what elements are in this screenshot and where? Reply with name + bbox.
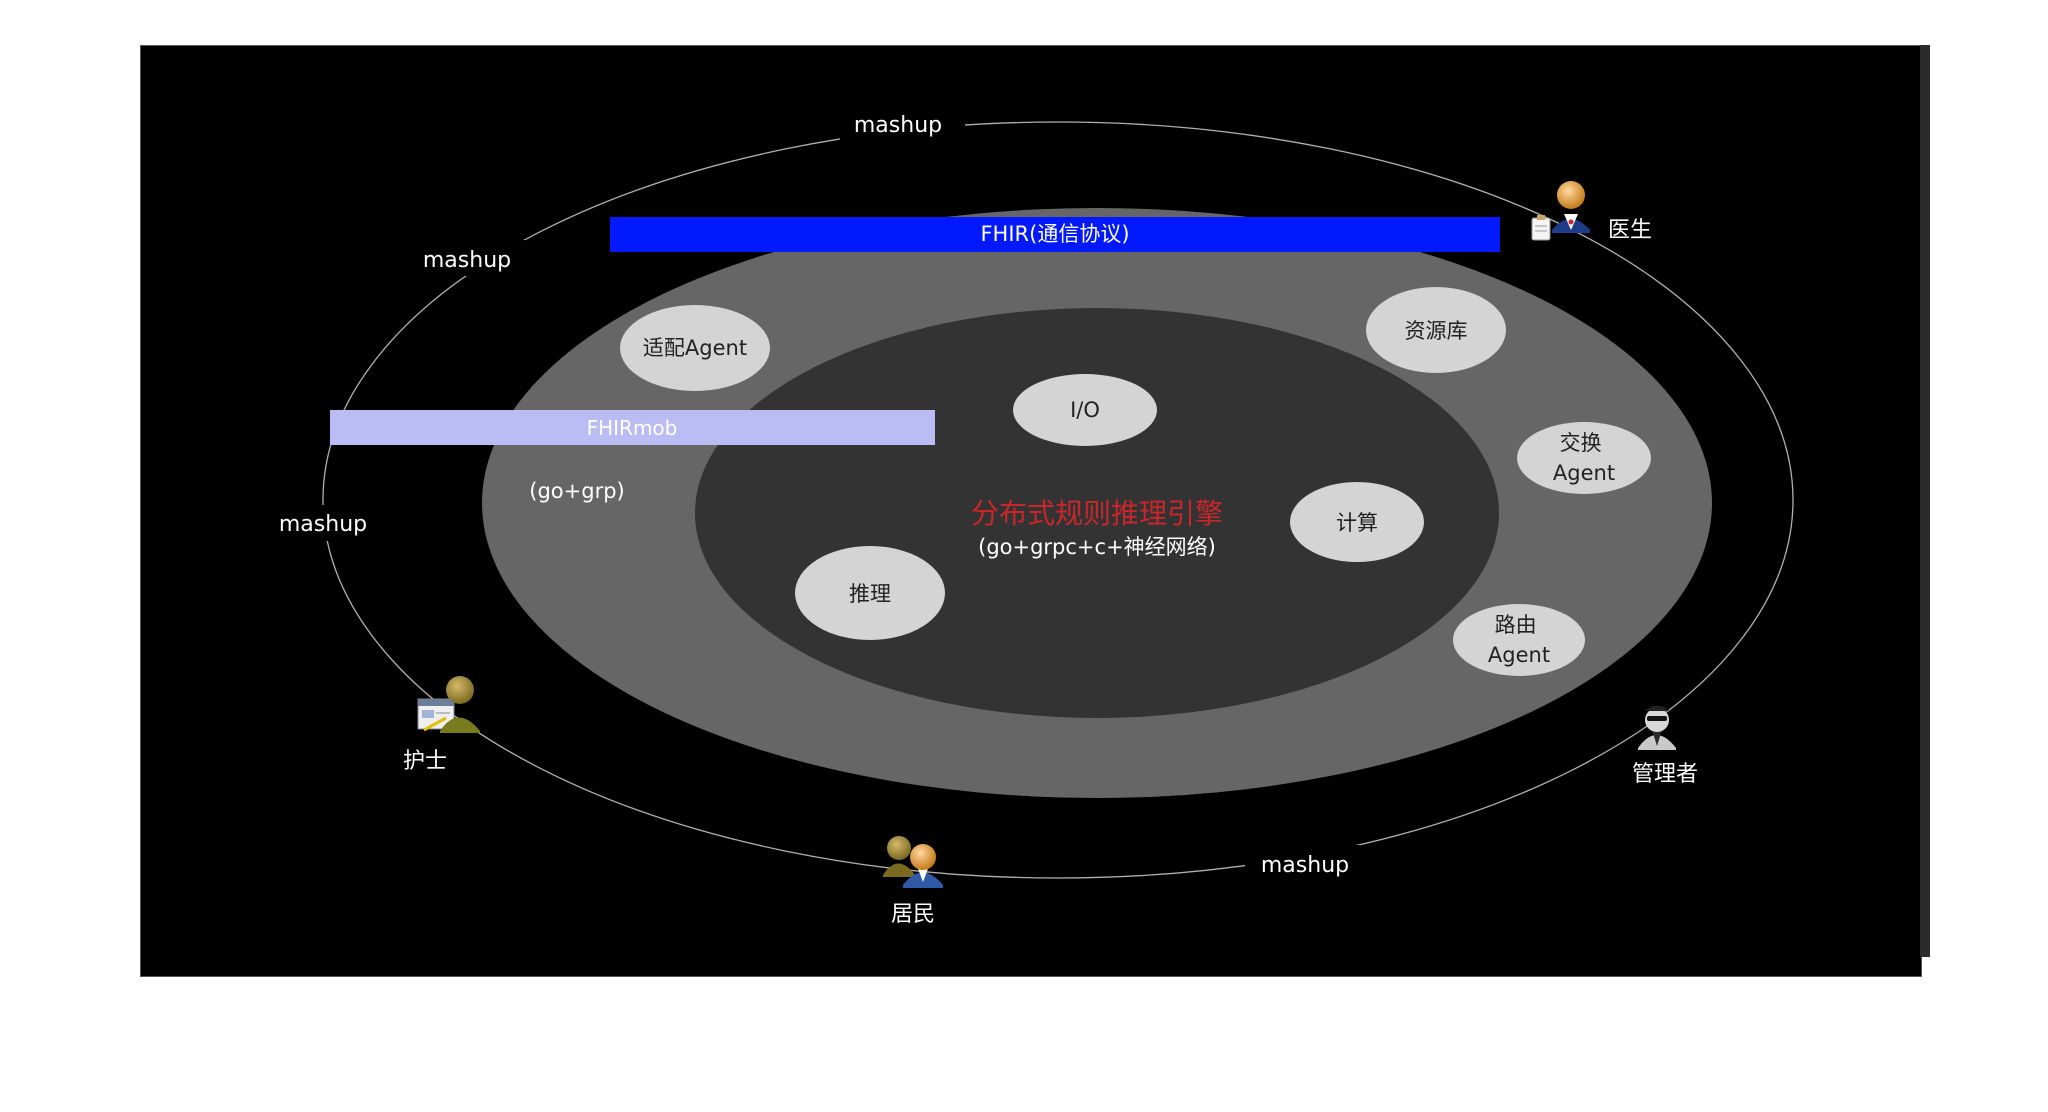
exchange-agent-label-line2: Agent	[1553, 461, 1615, 485]
nurse-label: 护士	[403, 749, 447, 774]
exchange-agent-node	[1517, 422, 1651, 494]
adapter-agent-node	[620, 305, 770, 391]
mashup-orbit	[322, 121, 1794, 879]
mashup-label-left-top: mashup	[423, 248, 511, 273]
routing-agent-label: 路由 Agent	[1488, 613, 1550, 667]
residents-icon	[883, 836, 943, 888]
doctor-label: 医生	[1608, 218, 1652, 243]
resource-store-node	[1366, 287, 1506, 373]
mashup-label-top: mashup	[854, 113, 942, 138]
mashup-label-bottom: mashup	[1261, 853, 1349, 878]
fhir-bar	[610, 217, 1500, 252]
mashup-label-bg-left	[272, 505, 372, 541]
adapter-agent-label: 适配Agent	[643, 336, 747, 360]
middle-ring-note: (go+grp)	[529, 479, 624, 503]
routing-agent-label-line2: Agent	[1488, 643, 1550, 667]
fhirmob-bar-label: FHIRmob	[587, 416, 678, 440]
engine-title: 分布式规则推理引擎	[971, 497, 1223, 530]
reasoning-node	[795, 546, 945, 640]
fhirmob-bar	[330, 410, 935, 445]
routing-agent-node	[1453, 604, 1585, 676]
reasoning-label: 推理	[849, 582, 891, 606]
exchange-agent-label-line1: 交换	[1560, 431, 1602, 455]
mashup-label-bg-bottom	[1245, 845, 1360, 881]
resource-store-label: 资源库	[1405, 319, 1468, 343]
compute-label: 计算	[1336, 511, 1378, 535]
nurse-icon	[417, 676, 480, 733]
io-label: I/O	[1070, 398, 1100, 422]
manager-icon	[1638, 705, 1676, 750]
engine-subtitle: (go+grpc+c+神经网络)	[978, 535, 1216, 559]
routing-agent-label-line1: 路由	[1495, 613, 1537, 637]
exchange-agent-label: 交换 Agent	[1553, 431, 1615, 485]
fhir-bar-label: FHIR(通信协议)	[980, 222, 1129, 246]
compute-node	[1290, 482, 1424, 562]
mashup-label-bg-left-top	[415, 240, 525, 276]
resident-label: 居民	[891, 902, 935, 927]
manager-label: 管理者	[1632, 762, 1698, 787]
mashup-label-bg-top	[840, 105, 965, 141]
mashup-label-left: mashup	[279, 512, 367, 537]
slide-edge	[1920, 45, 1930, 957]
doctor-icon	[1531, 181, 1590, 241]
io-node	[1013, 374, 1157, 446]
